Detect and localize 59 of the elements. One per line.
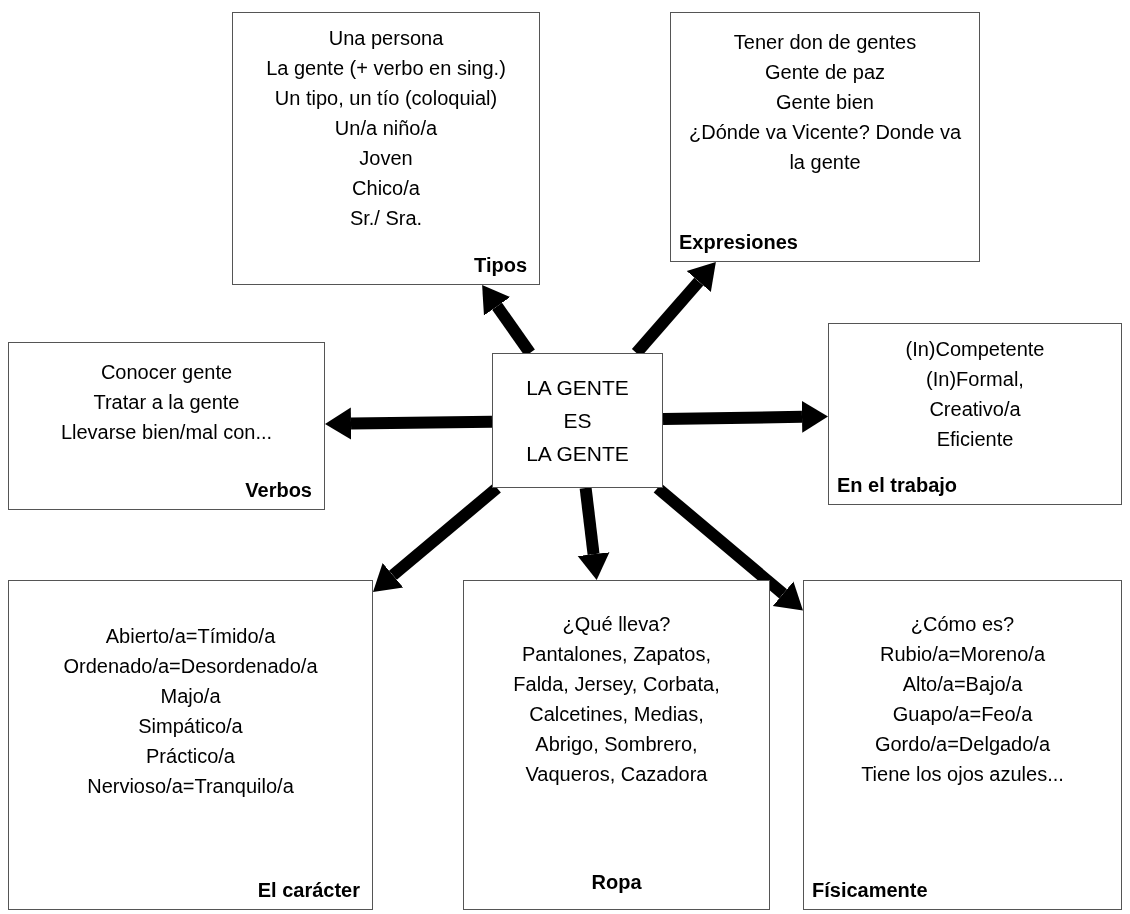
list-item: Conocer gente: [100, 360, 233, 385]
box-heading: Verbos: [245, 478, 312, 503]
list-item: Nervioso/a=Tranquilo/a: [87, 774, 294, 799]
center-title: ES: [563, 408, 592, 434]
list-item: Eficiente: [936, 427, 1014, 452]
list-item: Vaqueros, Cazadora: [525, 762, 708, 787]
text-box: [232, 12, 540, 285]
list-item: Gente bien: [776, 90, 874, 115]
text-box: [463, 580, 770, 910]
center-title: LA GENTE: [526, 441, 629, 467]
list-item: Guapo/a=Feo/a: [892, 702, 1033, 727]
list-item: Un/a niño/a: [334, 116, 438, 141]
box-heading: Tipos: [474, 253, 527, 278]
list-item: Ordenado/a=Desordenado/a: [63, 654, 318, 679]
list-item: Gente de paz: [764, 60, 886, 85]
text-box: [8, 342, 325, 510]
text-box: [492, 353, 663, 488]
list-item: ¿Dónde va Vicente? Donde va la gente: [688, 120, 962, 175]
list-item: Tratar a la gente: [93, 390, 240, 415]
list-item: Un tipo, un tío (coloquial): [274, 86, 498, 111]
list-item: Alto/a=Bajo/a: [902, 672, 1023, 697]
text-box: [828, 323, 1122, 505]
text-box: [8, 580, 373, 910]
arrow: [662, 400, 828, 433]
arrow: [325, 407, 493, 440]
box-heading: Físicamente: [812, 878, 928, 903]
list-item: Una persona: [328, 26, 444, 51]
list-item: Práctico/a: [146, 744, 235, 769]
box-heading: Ropa: [590, 870, 643, 895]
box-heading: En el trabajo: [837, 473, 958, 498]
list-item: Rubio/a=Moreno/a: [879, 642, 1046, 667]
list-item: Abrigo, Sombrero,: [535, 732, 698, 757]
text-box: [803, 580, 1122, 910]
arrow: [653, 483, 803, 611]
list-item: Pantalones, Zapatos,: [522, 642, 711, 667]
list-item: La gente (+ verbo en sing.): [266, 56, 506, 81]
list-item: Calcetines, Medias,: [529, 702, 704, 727]
box-heading: Expresiones: [679, 230, 798, 255]
list-item: Falda, Jersey, Corbata,: [513, 672, 720, 697]
list-item: ¿Cómo es?: [910, 612, 1015, 637]
list-item: Sr./ Sra.: [349, 206, 423, 231]
list-item: Majo/a: [160, 684, 221, 709]
text-box: [670, 12, 980, 262]
box-heading: El carácter: [257, 878, 360, 903]
center-title: LA GENTE: [526, 375, 629, 401]
list-item: Abierto/a=Tímido/a: [105, 624, 276, 649]
list-item: Chico/a: [352, 176, 420, 201]
list-item: Llevarse bien/mal con...: [60, 420, 273, 445]
list-item: Gordo/a=Delgado/a: [874, 732, 1051, 757]
list-item: (In)Formal,: [926, 367, 1024, 392]
list-item: (In)Competente: [905, 337, 1045, 362]
list-item: Creativo/a: [929, 397, 1021, 422]
list-item: ¿Qué lleva?: [562, 612, 671, 637]
list-item: Joven: [359, 146, 413, 171]
list-item: Tener don de gentes: [733, 30, 917, 55]
list-item: Simpático/a: [138, 714, 243, 739]
arrow: [577, 487, 610, 580]
list-item: Tiene los ojos azules...: [861, 762, 1064, 787]
arrow: [373, 483, 501, 592]
